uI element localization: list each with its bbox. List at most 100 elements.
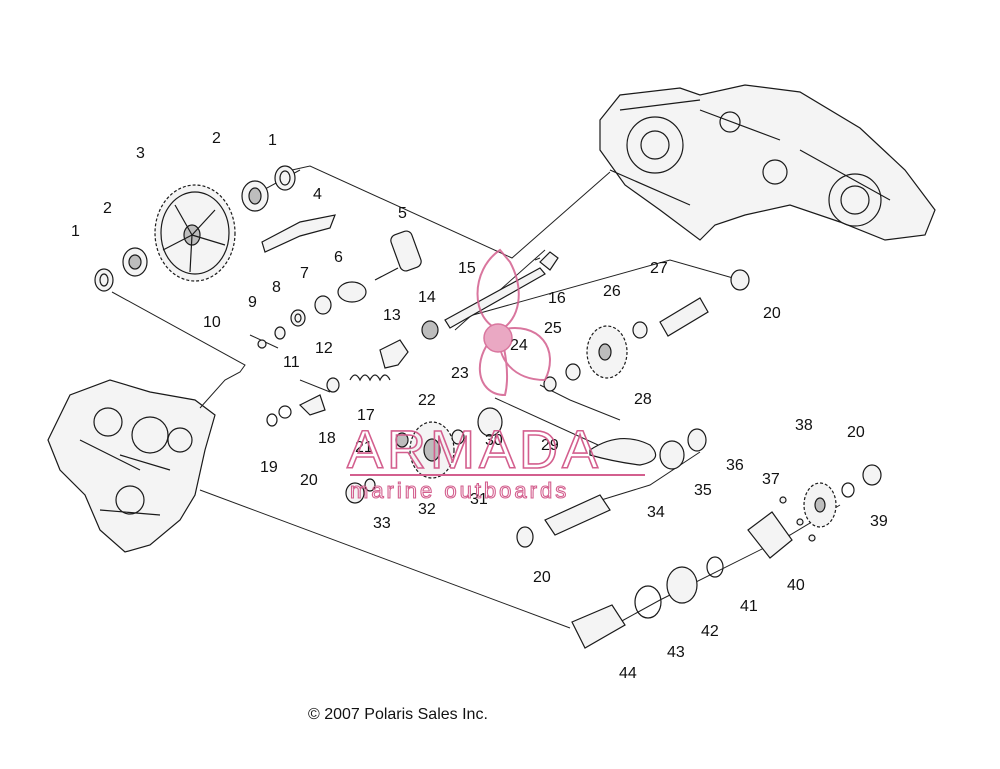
part-number-labels: 1 2 3 2 1 4 5 6 7 8 9 10 11 12 13 14 15 … xyxy=(71,130,888,682)
part-number: 35 xyxy=(694,482,712,499)
cover-plate-part xyxy=(747,511,793,559)
part-number: 26 xyxy=(603,283,621,300)
shift-fork-part xyxy=(379,339,409,369)
shaft-part xyxy=(444,267,546,329)
part-number: 29 xyxy=(541,437,559,454)
part-number: 30 xyxy=(485,432,503,449)
part-number: 40 xyxy=(787,577,805,594)
snap-ring-part xyxy=(841,482,855,498)
washer-part xyxy=(290,309,306,327)
shift-bracket-part xyxy=(261,214,336,253)
bolt-part xyxy=(796,518,804,526)
countershaft-part xyxy=(659,297,709,337)
collar-part xyxy=(326,377,340,393)
part-number: 10 xyxy=(203,314,221,331)
part-number: 41 xyxy=(740,598,758,615)
part-number: 44 xyxy=(619,665,637,682)
part-number: 22 xyxy=(418,392,436,409)
sprocket-part xyxy=(421,320,439,340)
part-number: 8 xyxy=(272,279,281,296)
bevel-pinion-part xyxy=(571,604,626,649)
copyright-notice: © 2007 Polaris Sales Inc. xyxy=(308,706,488,723)
part-number: 2 xyxy=(103,200,112,217)
washer-part xyxy=(274,326,286,340)
seal-part xyxy=(94,268,114,292)
part-number: 21 xyxy=(355,439,373,456)
part-number: 9 xyxy=(248,294,257,311)
part-number: 11 xyxy=(283,354,300,371)
part-number: 12 xyxy=(315,340,333,357)
cam-plate-part xyxy=(337,281,367,303)
bearing-part xyxy=(666,566,698,604)
detent-gear-part xyxy=(314,295,332,315)
reverse-gear-part xyxy=(803,482,837,528)
part-number: 18 xyxy=(318,430,336,447)
shift-fork-part xyxy=(298,394,326,416)
seal-part xyxy=(687,428,707,452)
part-number: 20 xyxy=(847,424,865,441)
clip-part xyxy=(266,413,278,427)
drive-gear-part xyxy=(586,325,628,379)
bracket-part xyxy=(539,251,559,271)
propeller-logo xyxy=(476,248,551,397)
right-transmission-case xyxy=(599,84,936,241)
bearing-part xyxy=(862,464,882,486)
bearing-part xyxy=(345,482,365,504)
watermark: ARMADA marine outboards xyxy=(346,248,645,504)
washer-part xyxy=(451,429,465,445)
output-shaft-part xyxy=(544,494,611,536)
part-number: 7 xyxy=(300,265,309,282)
part-number: 28 xyxy=(634,391,652,408)
part-number: 20 xyxy=(763,305,781,322)
parts xyxy=(94,165,882,649)
part-number: 1 xyxy=(268,132,277,149)
part-number: 31 xyxy=(470,491,488,508)
part-number: 32 xyxy=(418,501,436,518)
part-number: 33 xyxy=(373,515,391,532)
part-number: 27 xyxy=(650,260,668,277)
part-number: 17 xyxy=(357,407,375,424)
output-flange-part xyxy=(477,407,503,437)
part-number: 13 xyxy=(383,307,401,324)
bearing-part xyxy=(632,321,648,339)
part-number: 4 xyxy=(313,186,322,203)
part-number: 2 xyxy=(212,130,221,147)
bearing-part xyxy=(516,526,534,548)
clip-part xyxy=(257,339,267,349)
part-number: 3 xyxy=(136,145,145,162)
drive-chain-part xyxy=(589,437,657,466)
left-transmission-case xyxy=(47,379,216,553)
part-number: 24 xyxy=(510,337,528,354)
pinion-part xyxy=(395,432,409,448)
part-number: 39 xyxy=(870,513,888,530)
o-ring-part xyxy=(634,585,662,619)
bearing-part xyxy=(659,440,685,470)
part-number: 14 xyxy=(418,289,436,306)
part-number: 43 xyxy=(667,644,685,661)
part-number: 1 xyxy=(71,223,80,240)
part-number: 20 xyxy=(533,569,551,586)
clip-part xyxy=(278,405,292,419)
large-spur-gear-part xyxy=(154,184,236,282)
part-number: 38 xyxy=(795,417,813,434)
part-number: 34 xyxy=(647,504,665,521)
part-number: 25 xyxy=(544,320,562,337)
seal-part xyxy=(706,556,724,578)
part-number: 5 xyxy=(398,205,407,222)
part-number: 42 xyxy=(701,623,719,640)
washer-part xyxy=(364,478,376,492)
washer-part xyxy=(565,363,581,381)
shift-drum-part xyxy=(374,230,422,281)
part-number: 37 xyxy=(762,471,780,488)
part-number: 15 xyxy=(458,260,476,277)
seal-part xyxy=(543,376,557,392)
watermark-brand: ARMADA xyxy=(347,420,602,480)
part-number: 6 xyxy=(334,249,343,266)
seal-part xyxy=(274,165,296,191)
spur-gear-part xyxy=(409,421,455,479)
watermark-tagline: marine outboards xyxy=(350,478,569,503)
bolt-part xyxy=(808,534,816,542)
bolt-part xyxy=(779,496,787,504)
part-number: 16 xyxy=(548,290,566,307)
